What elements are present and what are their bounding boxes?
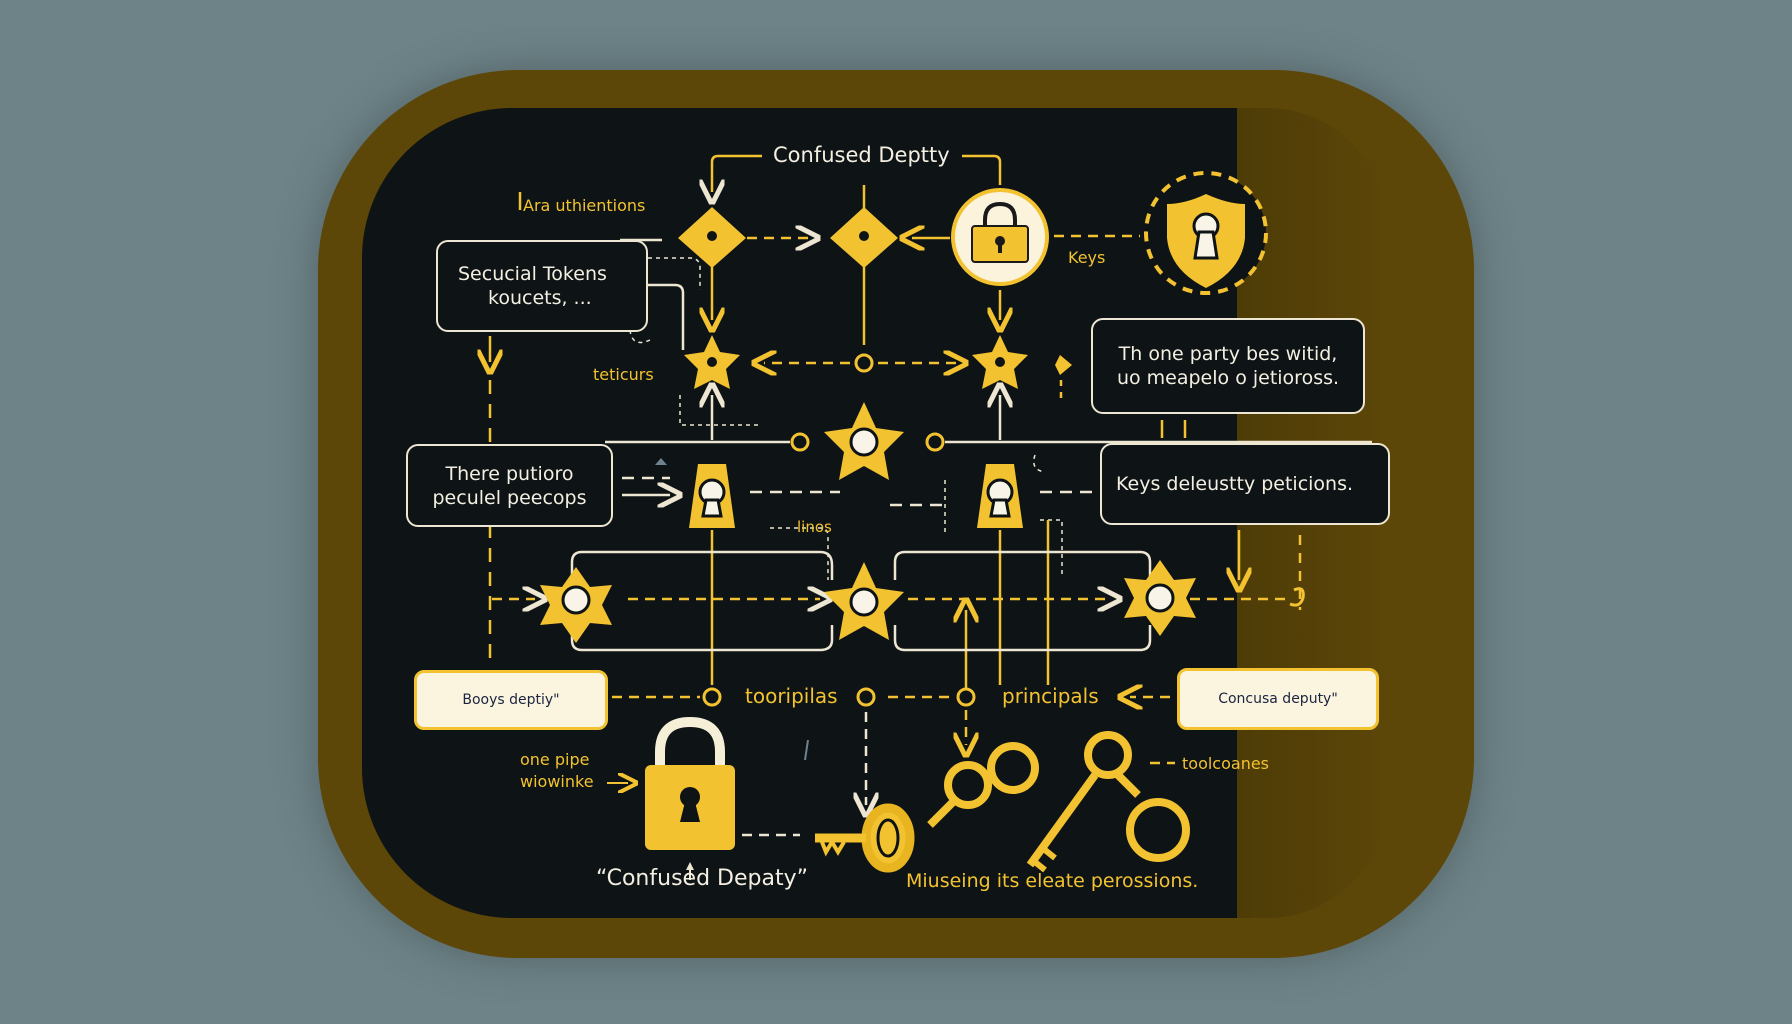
- caret-up-icon: [655, 458, 667, 465]
- there-pattern-box-line1: There putioro: [445, 462, 574, 485]
- caption-misusing: Miuseing its eleate perossions.: [906, 870, 1199, 892]
- one-party-box: Th one party bes witid, uo meapelo o jet…: [1091, 318, 1365, 414]
- diagram-title: Confused Deptty: [773, 143, 950, 167]
- one-party-box-line2: uo meapelo o jetioross.: [1116, 367, 1340, 389]
- star-node-icon: [824, 402, 904, 480]
- label-tooripilas: tooripilas: [745, 684, 838, 708]
- padlock-icon: [645, 716, 735, 850]
- signal-arrow-icon: [1055, 355, 1072, 375]
- padlock-circle-icon: [951, 188, 1049, 286]
- keys-deputy-box-line1: Keys deleustty peticions.: [1116, 473, 1354, 495]
- one-party-box-line1: Th one party bes witid,: [1118, 343, 1338, 365]
- label-principals: principals: [1002, 684, 1099, 708]
- tokens-box-line2: koucets, ...: [488, 287, 592, 309]
- tokens-box: Secucial Tokens koucets, ...: [436, 240, 648, 332]
- tokens-box-line1: Secucial Tokens: [458, 263, 607, 285]
- label-teticurs: teticurs: [593, 365, 654, 384]
- star-node-icon: [972, 335, 1028, 389]
- diamond-node-icon: [678, 207, 746, 268]
- caret-up-icon: [686, 862, 694, 870]
- label-keys: Keys: [1068, 248, 1106, 267]
- there-pattern-box-line2: peculel peecops: [432, 486, 587, 509]
- cream-box-right: Concusa deputy": [1177, 668, 1379, 730]
- hook-icon: [1289, 587, 1305, 607]
- star-node-icon: [540, 567, 612, 643]
- label-authentications: Ara uthientions: [523, 196, 646, 215]
- key-icon: [1026, 731, 1190, 873]
- label-linos: linos: [797, 518, 832, 536]
- star-node-icon: [824, 562, 904, 640]
- star-node-icon: [1124, 560, 1196, 636]
- title-bracket: [712, 154, 1002, 210]
- label-one-pipe-line1: one pipe: [520, 750, 590, 769]
- there-pattern-box: There putioro peculel peecops: [406, 444, 613, 527]
- label-one-pipe-line2: wiowinke: [520, 772, 594, 791]
- keyhole-lock-icon: [977, 464, 1023, 528]
- keyhole-lock-icon: [689, 464, 735, 528]
- star-node-icon: [684, 335, 740, 389]
- label-toolcoanes: toolcoanes: [1182, 754, 1270, 773]
- shield-keyhole-icon: [1144, 171, 1268, 295]
- keys-deputy-box: Keys deleustty peticions.: [1100, 443, 1390, 525]
- key-icon: [815, 803, 915, 873]
- caption-confused-deputy: “Confused Depaty”: [596, 866, 808, 891]
- key-icon: [927, 742, 1039, 828]
- diamond-node-icon: [830, 207, 898, 268]
- cream-box-left: Booys deptiy": [414, 670, 608, 730]
